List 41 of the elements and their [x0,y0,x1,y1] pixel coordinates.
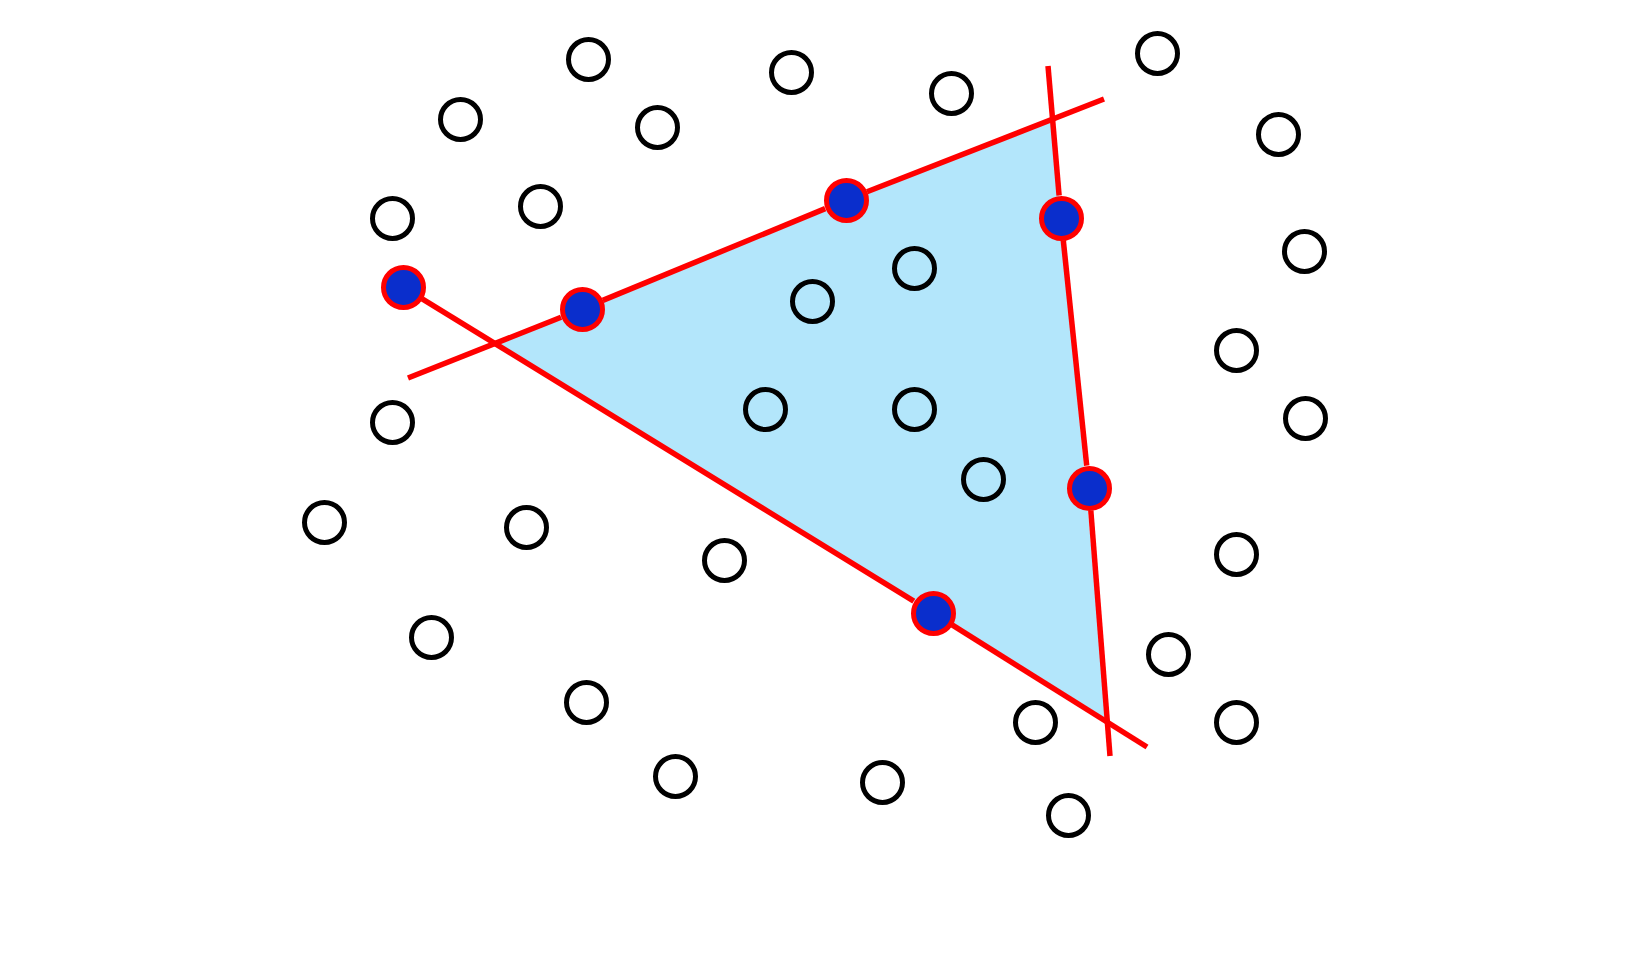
solid-point [380,264,426,310]
straight-line [601,206,827,303]
hollow-point [1213,531,1259,577]
hollow-point [891,386,937,432]
hollow-point [789,278,835,324]
hollow-point [1145,631,1191,677]
solid-point [559,286,605,332]
hollow-point [1134,30,1180,76]
straight-line [1088,510,1113,757]
hollow-point [408,614,454,660]
hollow-point [517,183,563,229]
hollow-point [301,499,347,545]
hollow-point [859,759,905,805]
hollow-point [1045,792,1091,838]
hollow-point [768,49,814,95]
hollow-point [1213,327,1259,373]
hollow-point [437,96,483,142]
hollow-point [1281,228,1327,274]
hollow-point [634,104,680,150]
hollow-point [742,386,788,432]
hollow-point [369,399,415,445]
straight-line [407,314,563,381]
hollow-point [503,504,549,550]
straight-line [1060,240,1090,466]
hollow-point [1213,699,1259,745]
hollow-point [891,245,937,291]
hollow-point [1012,699,1058,745]
hollow-point [565,36,611,82]
hollow-point [701,537,747,583]
hollow-point [1282,395,1328,441]
hollow-point [960,456,1006,502]
hollow-point [563,679,609,725]
hollow-point [928,70,974,116]
solid-point [823,177,869,223]
straight-line [866,96,1105,195]
hollow-point [652,753,698,799]
straight-line [1045,65,1062,196]
hollow-point [369,195,415,241]
hollow-point [1255,111,1301,157]
straight-line [420,296,916,604]
straight-line [950,622,1149,750]
